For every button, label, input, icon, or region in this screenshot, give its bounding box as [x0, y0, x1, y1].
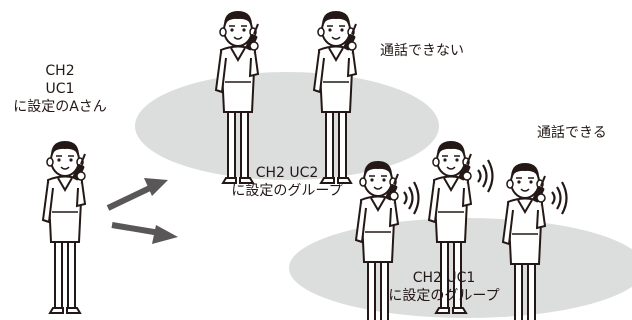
arrow-icon	[106, 178, 168, 211]
cannot-talk-label: 通話できない	[380, 43, 464, 59]
caller-user-code: UC1	[45, 81, 75, 97]
group-uc2-description: に設定のグループ	[231, 183, 343, 199]
group-uc1-description: に設定のグループ	[388, 288, 500, 304]
person-a-icon	[42, 140, 87, 314]
radio-waves-icon	[476, 158, 494, 194]
group-uc2-area	[135, 72, 439, 180]
caller-channel: CH2	[45, 63, 75, 79]
arrow-icon	[111, 222, 178, 244]
radio-waves-icon	[402, 180, 420, 216]
radio-waves-icon	[550, 180, 568, 216]
caller-label: CH2 UC1 に設定のAさん	[2, 62, 118, 116]
group-uc1-code: CH2 UC1	[412, 270, 476, 286]
group-uc2-label: CH2 UC2 に設定のグループ	[198, 164, 376, 200]
group-uc1-label: CH2 UC1 に設定のグループ	[354, 269, 534, 305]
group-uc2-code: CH2 UC2	[255, 165, 319, 181]
caller-description: に設定のAさん	[13, 99, 107, 115]
can-talk-label: 通話できる	[537, 125, 607, 141]
